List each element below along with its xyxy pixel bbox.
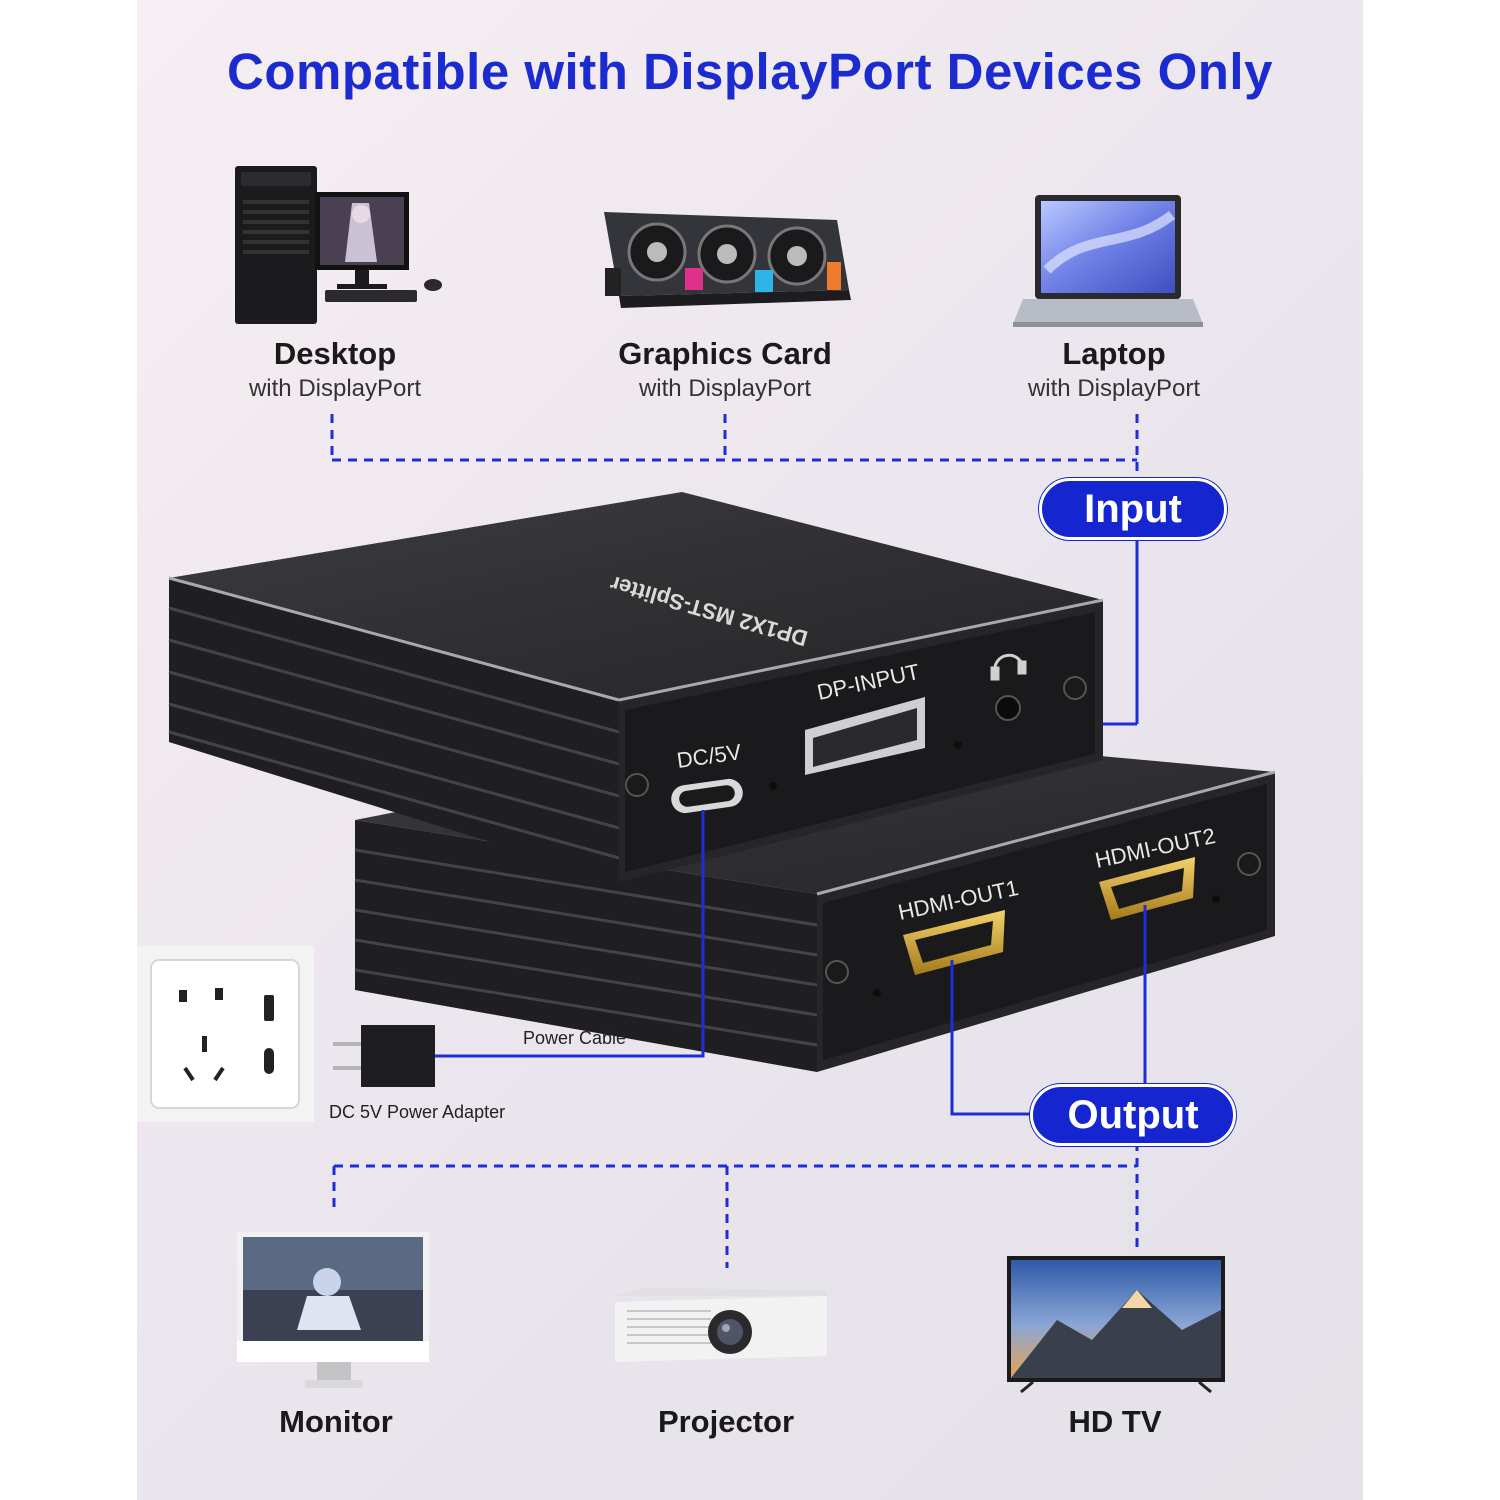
input-device-sub: with DisplayPort: [638, 375, 812, 402]
desktop-pc-icon: [235, 166, 442, 324]
input-device-name: Laptop: [1062, 336, 1166, 371]
tv-icon: [1007, 1256, 1225, 1394]
hdmi-out2-port: [1099, 857, 1195, 920]
diagram-canvas: HDMI-OUT1 HDMI-OUT2 DP1X2 MST-Splitter: [137, 0, 1363, 1500]
dp-input-port: [805, 697, 925, 775]
hdmi-out1-port: [903, 910, 1005, 975]
graphics-card-icon: [604, 212, 851, 308]
input-device-name: Desktop: [273, 336, 397, 371]
input-device-sub: with DisplayPort: [1027, 375, 1201, 402]
diagram-graphics: HDMI-OUT1 HDMI-OUT2 DP1X2 MST-Splitter: [137, 166, 1276, 1394]
output-connector-lines: [332, 810, 1147, 1268]
input-device-name: Graphics Card: [618, 336, 832, 371]
input-badge: Input: [1039, 478, 1227, 540]
headphone-icon: [990, 653, 1027, 681]
output-device-name: Monitor: [279, 1404, 393, 1439]
input-device-sub: with DisplayPort: [248, 375, 422, 402]
projector-icon: [615, 1288, 827, 1362]
wall-socket-icon: [137, 946, 314, 1122]
power-adapter-icon: [333, 1025, 435, 1087]
laptop-icon: [1013, 195, 1203, 327]
output-device-name: Projector: [657, 1404, 795, 1439]
output-badge: Output: [1030, 1084, 1236, 1146]
page-title: Compatible with DisplayPort Devices Only: [227, 43, 1273, 100]
output-device-name: HD TV: [1068, 1404, 1162, 1439]
monitor-icon: [237, 1232, 429, 1388]
power-adapter-label: DC 5V Power Adapter: [329, 1102, 506, 1122]
power-cable-label: Power Cable: [523, 1028, 627, 1048]
dc-usbc-port: [671, 778, 743, 814]
audio-jack: [995, 695, 1021, 721]
